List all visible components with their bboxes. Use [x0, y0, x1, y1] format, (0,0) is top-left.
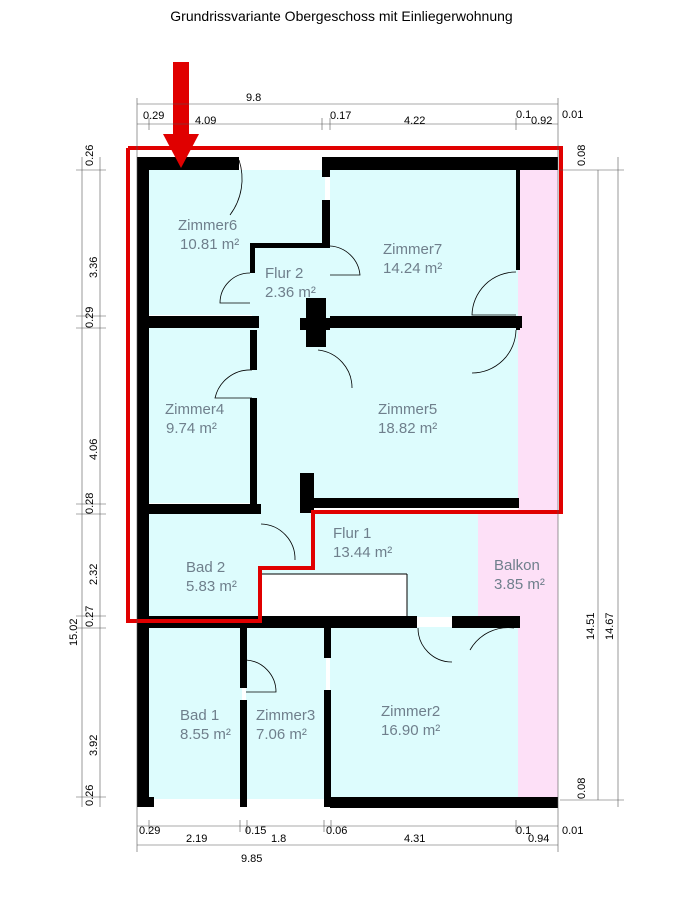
dimension-labels: 9.8 0.29 4.09 0.17 4.22 0.1 0.92 0.01 0.…: [68, 92, 616, 865]
door-zimmer2-right: [469, 627, 515, 651]
door-zimmer7: [329, 245, 361, 276]
red-arrow-icon: [163, 62, 199, 168]
room-area: 10.81 m²: [180, 236, 239, 253]
dim-top: 4.09: [195, 115, 216, 127]
dim-left: 0.26: [84, 785, 96, 806]
door-swings: [214, 159, 517, 693]
fill-zimmer2: [330, 627, 518, 799]
room-name: Bad 2: [186, 559, 225, 576]
fill-bad1: [147, 627, 242, 799]
highlight-outline: [126, 146, 563, 623]
door-zimmer5: [317, 349, 353, 389]
room-name: Zimmer4: [165, 401, 224, 418]
dim-left: 3.92: [88, 735, 100, 756]
dim-top: 0.92: [531, 115, 552, 127]
dim-bottom: 0.94: [528, 833, 549, 845]
fill-bad2: [147, 513, 260, 617]
room-name: Flur 1: [333, 525, 371, 542]
fill-zimmer5: [313, 328, 518, 503]
dim-bottom-total: 9.85: [241, 853, 262, 865]
door-zimmer4: [214, 369, 253, 399]
dim-top: 4.22: [404, 115, 425, 127]
fill-zimmer3: [246, 627, 326, 799]
dim-right: 0.08: [576, 145, 588, 166]
dim-left: 4.06: [88, 439, 100, 460]
dim-top: 0.29: [143, 110, 164, 122]
dim-bottom: 1.8: [271, 833, 286, 845]
room-area: 7.06 m²: [256, 726, 307, 743]
door-zimmer2-top: [417, 627, 453, 663]
room-area: 3.85 m²: [494, 576, 545, 593]
room-name: Flur 2: [265, 265, 303, 282]
door-zimmer5-right: [471, 329, 517, 374]
dim-bottom: 0.15: [245, 825, 266, 837]
dim-left: 0.28: [84, 493, 96, 514]
fill-zimmer7: [330, 170, 518, 318]
page-title: Grundrissvariante Obergeschoss mit Einli…: [170, 8, 513, 24]
dim-bottom: 0.01: [562, 825, 583, 837]
room-name: Bad 1: [180, 707, 219, 724]
dim-left: 0.29: [84, 307, 96, 328]
door-bad2: [260, 523, 296, 561]
dim-top: 0.1: [516, 109, 531, 121]
room-name: Zimmer2: [381, 703, 440, 720]
dim-right: 14.67: [604, 612, 616, 640]
fill-balkon: [478, 513, 518, 616]
walls: [137, 157, 558, 808]
room-area: 5.83 m²: [186, 578, 237, 595]
dim-right: 0.08: [576, 778, 588, 799]
room-name: Zimmer3: [256, 707, 315, 724]
room-name: Balkon: [494, 557, 540, 574]
room-name: Zimmer5: [378, 401, 437, 418]
dim-top: 0.01: [562, 109, 583, 121]
dim-bottom: 2.19: [186, 833, 207, 845]
room-labels: Zimmer6 10.81 m² Flur 2 2.36 m² Zimmer7 …: [165, 217, 545, 743]
door-zimmer6: [229, 159, 243, 216]
dim-bottom: 0.06: [326, 825, 347, 837]
dim-left: 0.26: [84, 145, 96, 166]
room-area: 2.36 m²: [265, 284, 316, 301]
fill-zimmer4: [147, 328, 253, 503]
room-area: 14.24 m²: [383, 260, 442, 277]
room-area: 8.55 m²: [180, 726, 231, 743]
dim-bottom: 0.1: [516, 825, 531, 837]
dimension-lines: [76, 98, 624, 852]
door-zimmer3: [245, 659, 277, 693]
room-name: Zimmer7: [383, 241, 442, 258]
room-fills: [147, 170, 558, 800]
fill-stair-opening: [262, 574, 407, 616]
dim-top: 0.17: [330, 110, 351, 122]
room-area: 9.74 m²: [166, 420, 217, 437]
dim-right: 14.51: [585, 612, 597, 640]
dim-left: 0.27: [84, 606, 96, 627]
dim-top-total: 9.8: [246, 92, 261, 104]
room-area: 13.44 m²: [333, 544, 392, 561]
room-area: 16.90 m²: [381, 722, 440, 739]
room-name: Zimmer6: [178, 217, 237, 234]
dim-bottom: 4.31: [404, 833, 425, 845]
dim-left: 2.32: [88, 564, 100, 585]
dim-bottom: 0.29: [139, 825, 160, 837]
dim-left: 3.36: [88, 257, 100, 278]
door-flur2: [219, 272, 251, 304]
room-area: 18.82 m²: [378, 420, 437, 437]
door-zimmer7-right: [471, 271, 517, 316]
dim-left-total: 15.02: [68, 618, 80, 646]
fill-balcony-strip: [518, 170, 558, 800]
